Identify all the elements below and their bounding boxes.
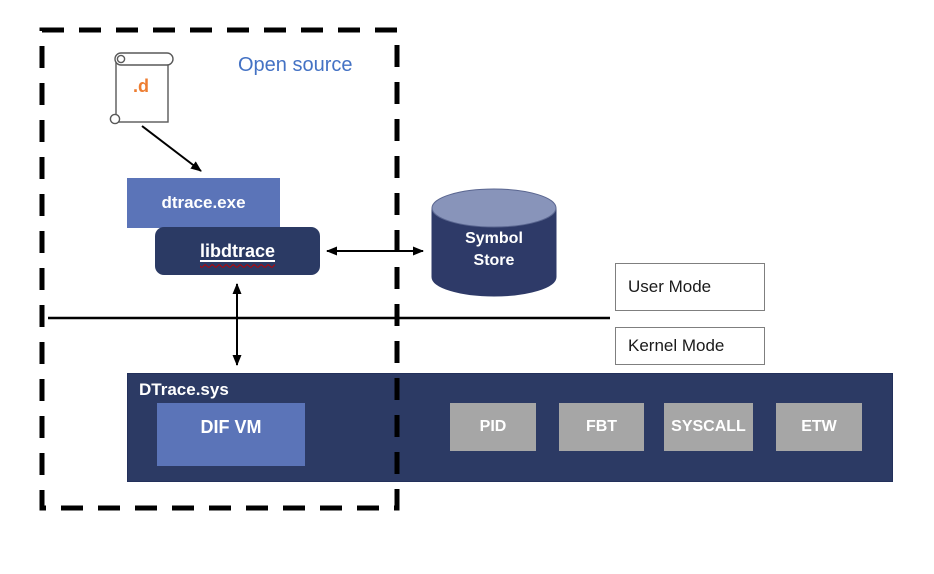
user-mode-box: User Mode (615, 263, 765, 311)
dtrace-sys-box: DTrace.sys DIF VM PID FBT SYSCALL ETW (127, 373, 893, 482)
provider-pid-label: PID (479, 418, 507, 435)
open-source-label: Open source (238, 54, 353, 76)
provider-box-pid: PID (450, 403, 536, 451)
provider-box-syscall: SYSCALL (664, 403, 753, 451)
dif-vm-box: DIF VM (157, 403, 305, 466)
provider-syscall-label: SYSCALL (671, 418, 746, 435)
provider-box-etw: ETW (776, 403, 862, 451)
libdtrace-box: libdtrace (155, 227, 320, 275)
kernel-mode-label: Kernel Mode (628, 336, 725, 355)
script-to-dtrace-arrow (141, 125, 202, 172)
script-file-label: .d (133, 76, 149, 96)
libdtrace-label: libdtrace (199, 240, 276, 261)
kernel-mode-box: Kernel Mode (615, 327, 765, 365)
provider-etw-label: ETW (801, 418, 837, 435)
user-mode-label: User Mode (628, 277, 712, 296)
dif-vm-label: DIF VM (200, 417, 262, 437)
provider-fbt-label: FBT (585, 418, 618, 435)
symbol-store-label: Symbol Store (465, 230, 523, 269)
dtrace-sys-label: DTrace.sys (139, 380, 229, 399)
dtrace-exe-box: dtrace.exe (127, 178, 280, 228)
provider-box-fbt: FBT (559, 403, 644, 451)
dtrace-exe-label: dtrace.exe (161, 193, 246, 212)
